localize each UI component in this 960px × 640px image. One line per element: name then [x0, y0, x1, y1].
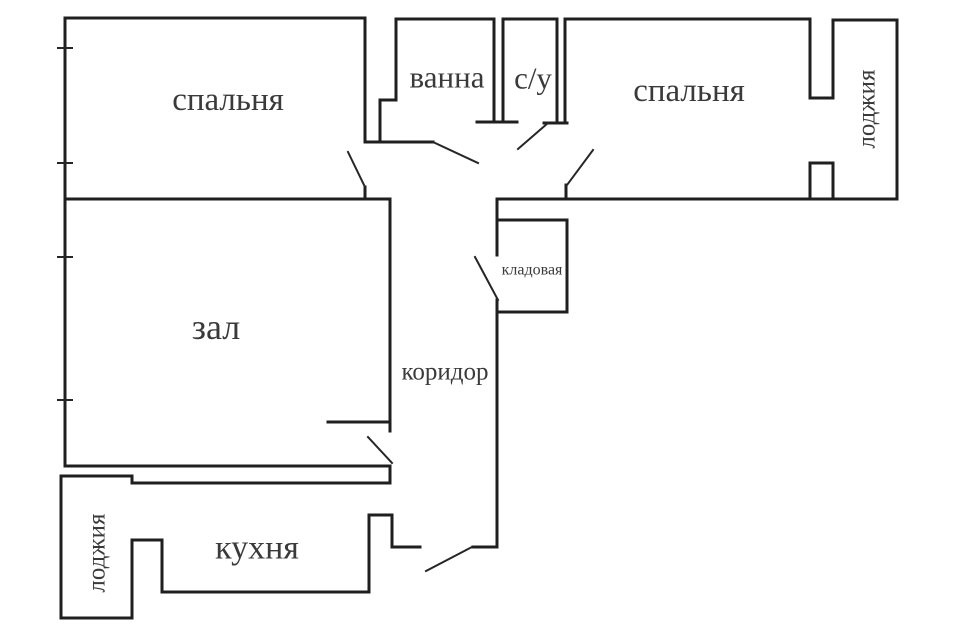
door-leaf-wc: [516, 121, 550, 151]
door-leaf-bath: [431, 140, 480, 165]
room-labels: спальня ванна с/у спальня лоджия зал кла…: [84, 60, 881, 593]
wall-kitchen-and-loggia-left: [59, 474, 499, 620]
room-label-bedroom-right: спальня: [633, 73, 745, 109]
door-leaf-storage: [473, 255, 500, 302]
wall-bedroom-right-and-loggia: [495, 17, 899, 201]
room-label-loggia-right: лоджия: [854, 69, 881, 149]
door-leaf-hall: [366, 435, 394, 465]
room-label-kitchen: кухня: [215, 530, 299, 567]
walls: [59, 16, 899, 620]
door-leaf-bedroom-left: [346, 150, 367, 189]
wall-tick-marks: [57, 47, 73, 401]
door-leaf-bedroom-right: [565, 148, 595, 187]
room-label-bath: ванна: [410, 60, 485, 95]
room-label-bedroom-left: спальня: [172, 82, 284, 118]
room-label-storage: кладовая: [502, 262, 563, 279]
wall-bath: [378, 17, 519, 144]
wall-bedroom-left-and-hall: [59, 16, 435, 485]
wall-corridor-and-storage: [495, 197, 569, 549]
room-label-hall: зал: [192, 307, 241, 347]
wall-wc: [501, 17, 569, 125]
door-leaf-entrance: [424, 545, 474, 573]
room-label-wc: с/у: [514, 61, 552, 96]
room-label-loggia-left: лоджия: [84, 513, 111, 593]
room-label-corridor: коридор: [402, 359, 489, 386]
door-leaves: [346, 121, 595, 573]
